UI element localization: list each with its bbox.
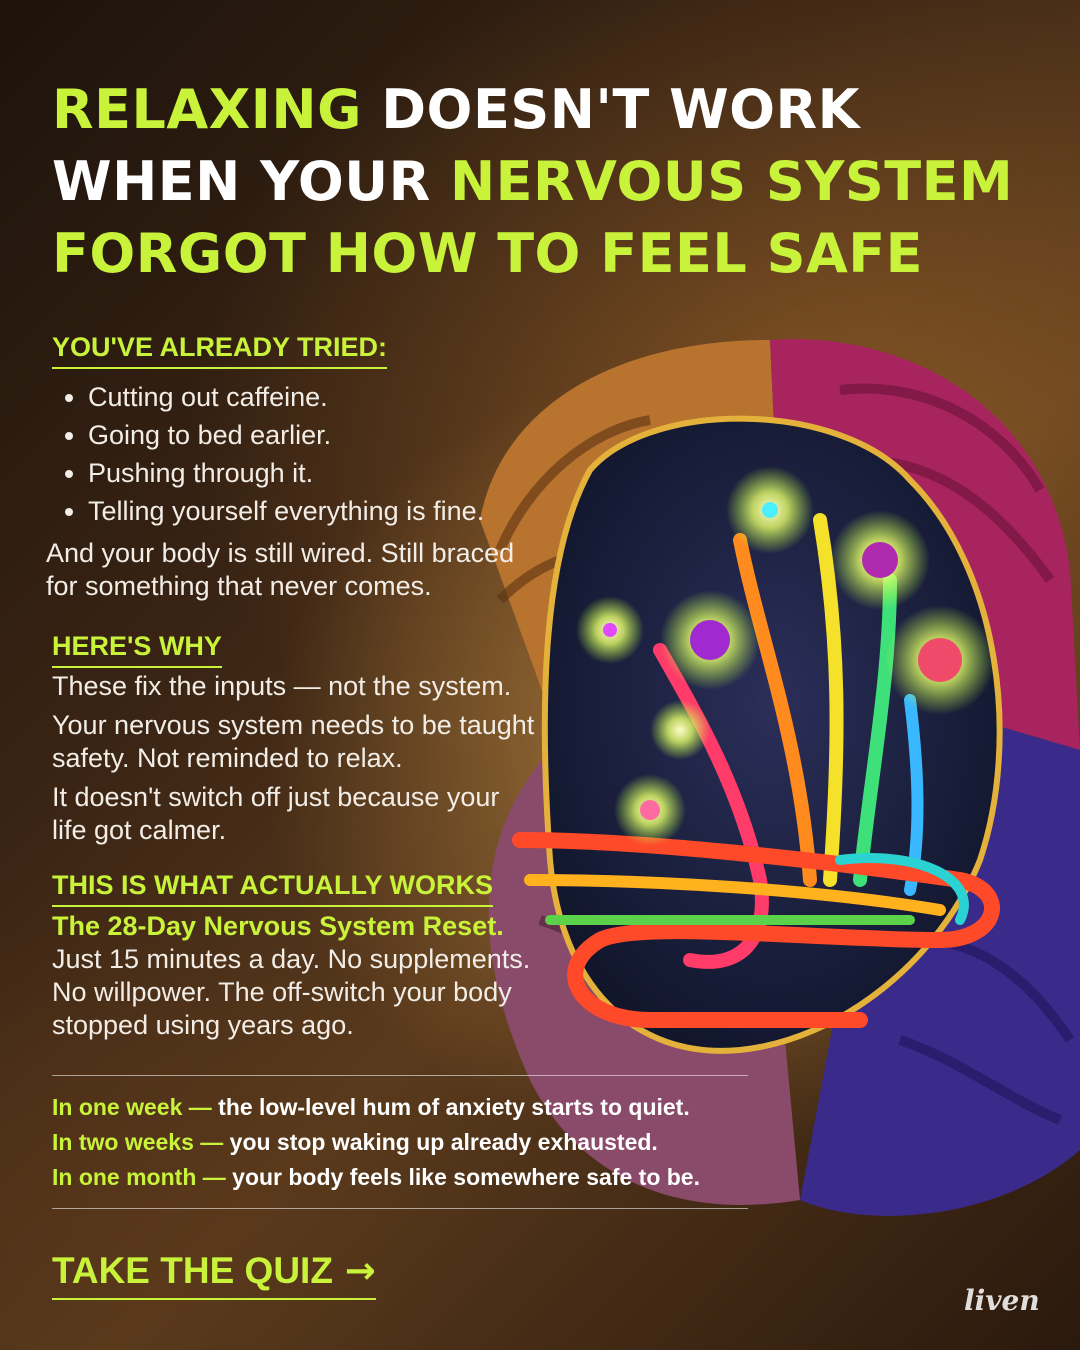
- headline: Relaxing doesn't work when your nervous …: [52, 74, 1042, 290]
- timeline-text: the low-level hum of anxiety starts to q…: [211, 1094, 690, 1120]
- why-heading: Here's why: [52, 630, 222, 668]
- list-item: Cutting out caffeine.: [88, 378, 484, 416]
- headline-text-1: doesn't work: [361, 78, 860, 141]
- tried-followup-line-1: And your body is still wired. Still brac…: [46, 538, 515, 568]
- why-text-3-line-1: It doesn't switch off just because your: [52, 782, 500, 812]
- why-text-2-line-1: Your nervous system needs to be taught: [52, 710, 535, 740]
- works-line-1: Just 15 minutes a day. No supplements.: [52, 944, 531, 974]
- why-text-2-line-2: safety. Not reminded to relax.: [52, 743, 403, 773]
- why-text-3-line-2: life got calmer.: [52, 815, 227, 845]
- headline-accent-3: forgot how to feel safe: [52, 222, 924, 285]
- tried-heading: You've already tried:: [52, 331, 387, 369]
- timeline-text: you stop waking up already exhausted.: [223, 1129, 658, 1155]
- timeline-when: In two weeks —: [52, 1129, 224, 1155]
- divider-bottom: [52, 1208, 748, 1209]
- product-name: The 28-Day Nervous System Reset.: [52, 911, 504, 941]
- works-heading: This is what actually works: [52, 869, 493, 907]
- timeline-item: In one week — the low-level hum of anxie…: [52, 1090, 852, 1125]
- timeline-item: In two weeks — you stop waking up alread…: [52, 1125, 852, 1160]
- divider-top: [52, 1075, 748, 1076]
- tried-followup: And your body is still wired. Still brac…: [46, 537, 514, 603]
- list-item: Pushing through it.: [88, 454, 484, 492]
- tried-list: Cutting out caffeine. Going to bed earli…: [58, 378, 484, 530]
- why-text-1: These fix the inputs — not the system.: [52, 671, 512, 701]
- take-quiz-button[interactable]: Take the quiz →: [52, 1248, 376, 1300]
- tried-followup-line-2: for something that never comes.: [46, 571, 432, 601]
- cta-label: Take the quiz: [52, 1250, 333, 1291]
- list-item: Going to bed earlier.: [88, 416, 484, 454]
- liven-logo: liven: [964, 1284, 1040, 1317]
- timeline-item: In one month — your body feels like some…: [52, 1160, 852, 1195]
- timeline-text: your body feels like somewhere safe to b…: [225, 1164, 700, 1190]
- brain-illustration: [480, 339, 1080, 1216]
- list-item: Telling yourself everything is fine.: [88, 492, 484, 530]
- timeline-when: In one week —: [52, 1094, 212, 1120]
- headline-accent-1: Relaxing: [52, 78, 362, 141]
- works-line-2: No willpower. The off-switch your body: [52, 977, 512, 1007]
- headline-text-2: when your: [52, 150, 450, 213]
- arrow-right-icon: →: [344, 1249, 376, 1292]
- why-text-2: Your nervous system needs to be taught s…: [52, 709, 534, 775]
- headline-accent-2: nervous system: [449, 150, 1014, 213]
- works-description: The 28-Day Nervous System Reset. Just 15…: [52, 910, 530, 1042]
- why-text-3: It doesn't switch off just because your …: [52, 781, 499, 847]
- works-line-3: stopped using years ago.: [52, 1010, 354, 1040]
- timeline: In one week — the low-level hum of anxie…: [52, 1090, 852, 1195]
- timeline-when: In one month —: [52, 1164, 226, 1190]
